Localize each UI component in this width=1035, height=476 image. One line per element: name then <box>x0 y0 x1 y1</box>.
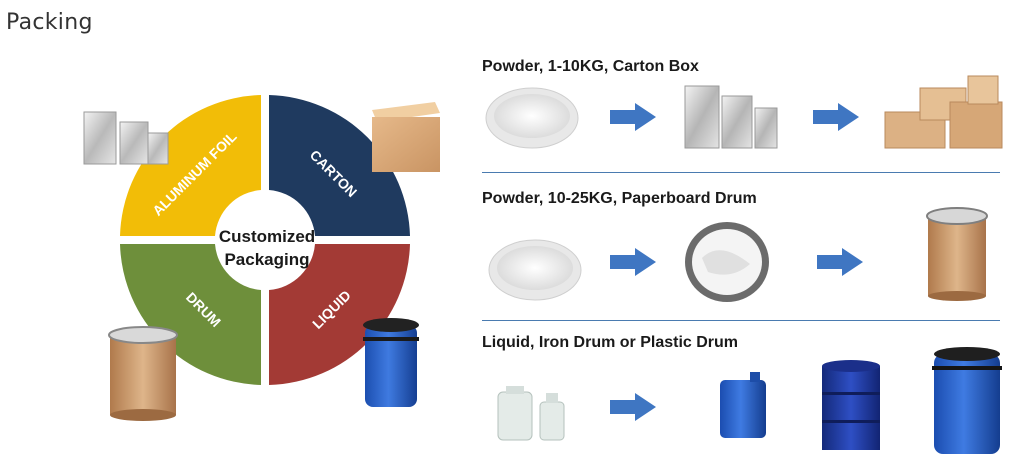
wheel-segment-aluminum-foil <box>120 95 261 236</box>
packaging-row-images <box>485 75 1003 454</box>
wheel-segment-liquid <box>269 244 410 385</box>
wheel-segment-drum <box>120 244 261 385</box>
arrow-icon <box>813 103 859 131</box>
carton-boxes-image <box>884 75 1003 149</box>
row-title-liquid-drum: Liquid, Iron Drum or Plastic Drum <box>482 334 739 351</box>
row-divider <box>482 320 1000 321</box>
plastic-drum-image <box>363 318 419 407</box>
plastic-jerrycan-image <box>720 372 766 438</box>
page-title: Packing <box>6 10 93 35</box>
row-divider <box>482 172 1000 173</box>
powder-dish-image <box>485 87 579 149</box>
packaging-wheel: ALUMINUM FOIL CARTON LIQUID DRUM Customi… <box>83 95 440 421</box>
aluminum-foil-bags-image <box>83 111 169 165</box>
wheel-segment-carton <box>269 95 410 236</box>
open-drum-with-bag-image <box>685 222 769 302</box>
row-title-carton-box: Powder, 1-10KG, Carton Box <box>482 58 699 75</box>
wheel-center-line2: Packaging <box>224 250 309 269</box>
arrow-icon <box>610 393 656 421</box>
plastic-drum-image <box>932 347 1002 454</box>
powder-dish-image <box>488 239 582 301</box>
liquid-bottles-image <box>497 386 565 441</box>
paperboard-drum-image <box>926 207 988 301</box>
fiber-drum-image <box>108 326 178 421</box>
arrow-icon <box>610 103 656 131</box>
packaging-options-panel: Powder, 1-10KG, Carton Box Powder, 10-25… <box>470 50 1030 470</box>
row-title-paperboard-drum: Powder, 10-25KG, Paperboard Drum <box>482 190 757 207</box>
arrow-icon <box>610 248 656 276</box>
iron-drum-image <box>822 360 880 450</box>
wheel-center-line1: Customized <box>219 227 315 246</box>
arrow-icon <box>817 248 863 276</box>
foil-bags-image <box>684 85 778 149</box>
carton-box-image <box>372 102 440 172</box>
